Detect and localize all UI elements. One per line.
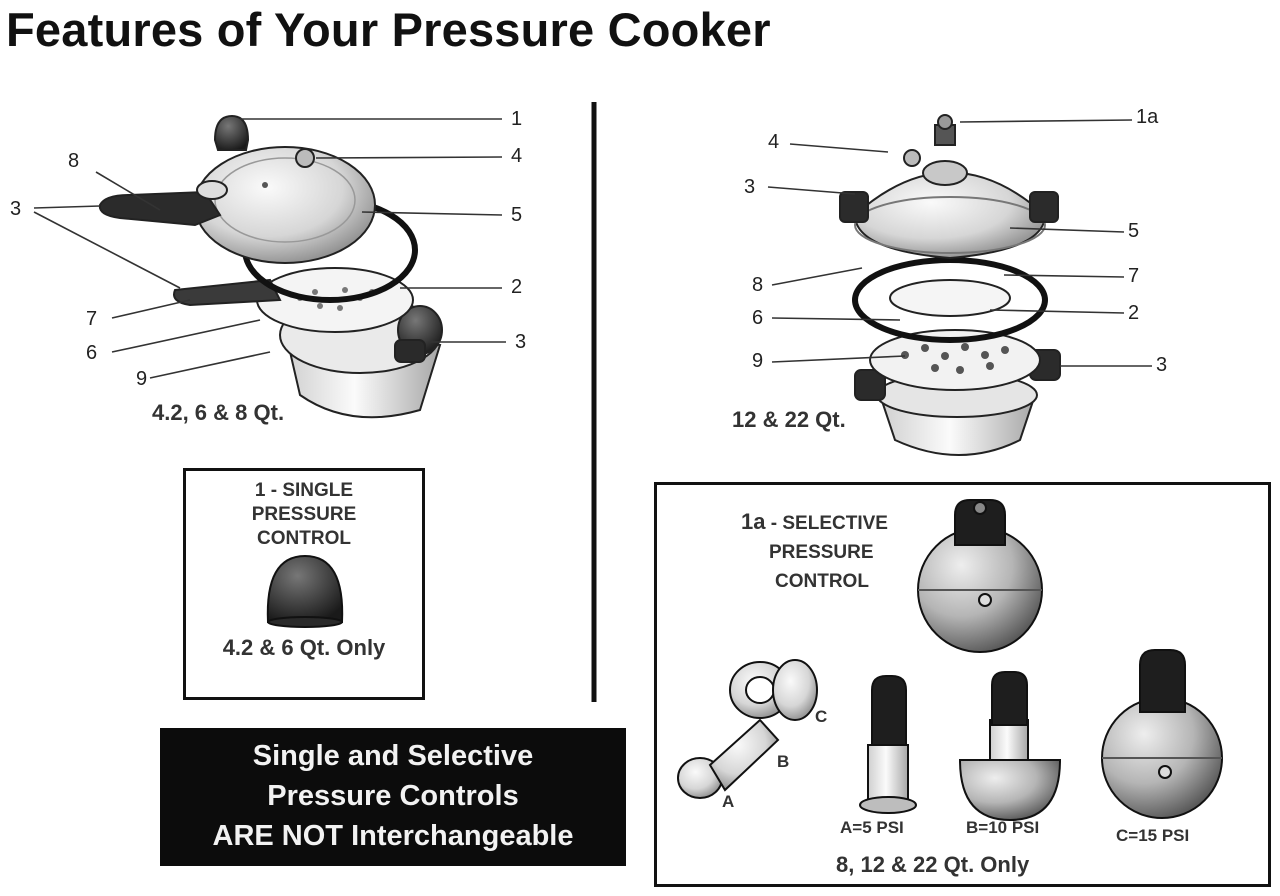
callout-r3b: 3 — [1156, 354, 1168, 376]
single-pressure-control-illustration — [266, 554, 344, 628]
single-control-line3: CONTROL — [257, 528, 351, 549]
large-cooker-caption: 12 & 22 Qt. — [732, 407, 846, 432]
callout-r7: 7 — [1128, 265, 1140, 287]
callout-9: 9 — [136, 368, 148, 390]
selective-control-line3: CONTROL — [775, 571, 869, 592]
callout-r9: 9 — [752, 350, 764, 372]
small-cooker-illustration — [98, 114, 443, 419]
single-control-line2: PRESSURE — [251, 504, 357, 525]
small-cooker-caption: 4.2, 6 & 8 Qt. — [152, 400, 285, 425]
psi-label-15: C=15 PSI — [1116, 826, 1190, 845]
callout-3b: 3 — [515, 331, 527, 353]
large-cooker-leader-lines — [767, 119, 1152, 367]
selective-control-line2: PRESSURE — [769, 542, 874, 563]
callout-2: 2 — [511, 276, 523, 298]
part-label-a: A — [722, 792, 735, 811]
warning-line2: Pressure Controls — [267, 780, 519, 812]
interchangeable-warning: Single and Selective Pressure Controls A… — [160, 728, 626, 866]
page-title: Features of Your Pressure Cooker — [6, 3, 771, 56]
single-control-heading: 1 - SINGLE PRESSURE CONTROL — [186, 479, 422, 551]
part-label-c: C — [815, 707, 828, 726]
callout-1a: 1a — [1136, 106, 1159, 128]
small-cooker-leader-lines — [33, 118, 506, 379]
callout-6: 6 — [86, 342, 98, 364]
single-pressure-control-box: 1 - SINGLE PRESSURE CONTROL 4.2 & 6 Qt. … — [183, 468, 425, 700]
large-cooker-illustration — [839, 114, 1061, 456]
part-label-b: B — [777, 752, 790, 771]
selective-control-heading: 1a - SELECTIVE PRESSURE CONTROL — [741, 507, 888, 596]
callout-r3: 3 — [744, 176, 756, 198]
warning-line1: Single and Selective — [252, 740, 534, 772]
single-control-footer: 4.2 & 6 Qt. Only — [222, 635, 386, 660]
selective-control-line1: - SELECTIVE — [770, 513, 888, 534]
callout-r6: 6 — [752, 307, 764, 329]
callout-8: 8 — [68, 150, 80, 172]
psi-label-10: B=10 PSI — [966, 818, 1040, 837]
callout-r4: 4 — [768, 131, 780, 153]
callout-5: 5 — [511, 204, 523, 226]
single-control-line1: 1 - SINGLE — [254, 480, 354, 501]
callout-r5: 5 — [1128, 220, 1140, 242]
selective-pressure-control-box: 1a - SELECTIVE PRESSURE CONTROL — [654, 482, 1271, 887]
callout-r2: 2 — [1128, 302, 1140, 324]
callout-r8: 8 — [752, 274, 764, 296]
selective-control-num: 1a — [741, 509, 766, 534]
warning-line3: ARE NOT Interchangeable — [212, 820, 574, 852]
callout-3: 3 — [10, 198, 22, 220]
callout-1: 1 — [511, 108, 523, 130]
selective-pressure-control-illustration — [677, 499, 1223, 822]
callout-7: 7 — [86, 308, 98, 330]
selective-control-footer: 8, 12 & 22 Qt. Only — [836, 852, 1030, 877]
callout-4: 4 — [511, 145, 523, 167]
psi-label-5: A=5 PSI — [840, 818, 904, 837]
